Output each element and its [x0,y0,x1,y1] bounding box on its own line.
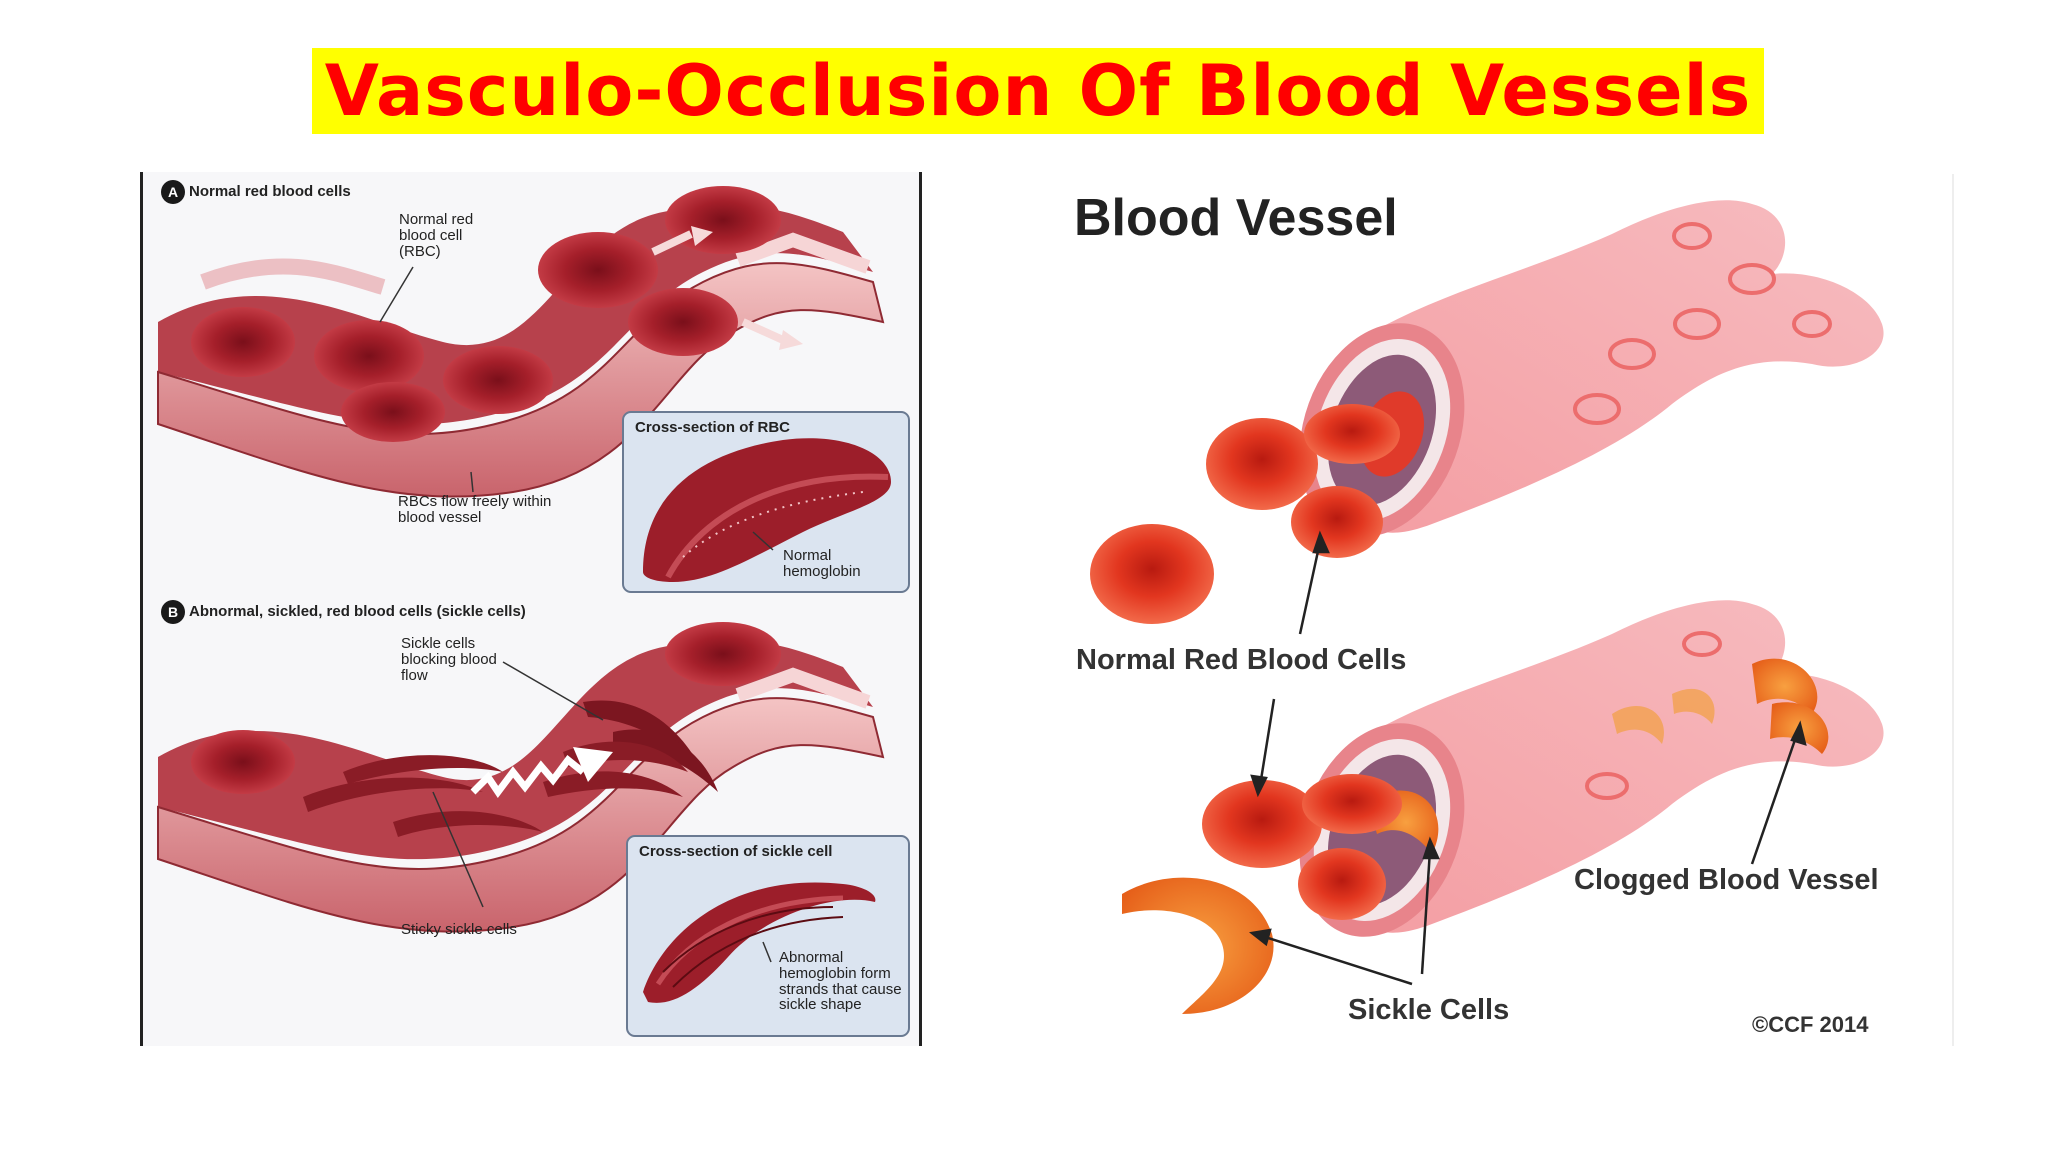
inset-b-title: Cross-section of sickle cell [639,843,833,860]
inset-cross-section-sickle [626,835,910,1037]
title-banner: Vasculo-Occlusion Of Blood Vessels [312,48,1764,134]
label-clogged-vessel: Clogged Blood Vessel [1574,864,1879,896]
rbc-cell [665,622,781,686]
label-sickle-cells: Sickle Cells [1348,994,1510,1026]
rbc-cell [191,307,295,377]
sickle-cell [393,811,543,837]
label-abnormal-hemoglobin: Abnormal hemoglobin form strands that ca… [779,949,902,1014]
rbc-cell [443,346,553,414]
sickle-cell-free [1122,877,1274,1014]
blood-vessel-title: Blood Vessel [1074,189,1398,247]
section-b-marker: B [161,600,185,624]
sickle-cell [563,741,688,772]
label-normal-rbc: Normal red blood cell (RBC) [399,211,474,260]
sickle-cell [583,700,703,772]
section-b-heading-text: Abnormal, sickled, red blood cells (sick… [189,602,526,620]
inset-a-title: Cross-section of RBC [635,419,791,436]
sickle-cell [343,755,503,784]
label-rbcs-flow-freely: RBCs flow freely within blood vessel [398,493,552,526]
rbc-cell [665,186,781,254]
label-sticky-sickle: Sticky sickle cells [401,921,517,938]
rbc-cell [1090,524,1214,624]
rbc-cell [191,730,295,794]
label-normal-red-cells: Normal Red Blood Cells [1076,644,1407,676]
page-title: Vasculo-Occlusion Of Blood Vessels [324,50,1752,132]
inset-cross-section-rbc [622,411,910,593]
free-red-cells [1090,404,1402,920]
rbc-cell [628,288,738,356]
label-arrows [1249,530,1807,986]
left-illustration [157,186,910,1037]
right-illustration [1090,200,1884,1014]
copyright-text: ©CCF 2014 [1752,1012,1869,1037]
label-sickle-blocking: Sickle cells blocking blood flow [401,635,497,684]
rbc-cell [1206,418,1318,510]
rbc-cell [1291,486,1383,558]
vessel-normal [157,186,885,498]
sickle-cell [303,777,483,812]
rbc-cell [314,320,424,392]
rbc-cell [341,382,445,442]
rbc-cell [1298,848,1386,920]
label-normal-hemoglobin: Normal hemoglobin [783,547,861,580]
rbc-cell [538,232,658,308]
section-a-heading-text: Normal red blood cells [189,182,351,200]
vessel-sickle [157,622,885,933]
rbc-cell [1202,780,1322,868]
rbc-cell [1304,404,1400,464]
sickle-cell [543,771,683,797]
section-a-marker: A [161,180,185,204]
right-diagram-panel: Blood Vessel Normal Red Blood Cells Clog… [1052,174,1954,1046]
rbc-cell [1302,774,1402,834]
